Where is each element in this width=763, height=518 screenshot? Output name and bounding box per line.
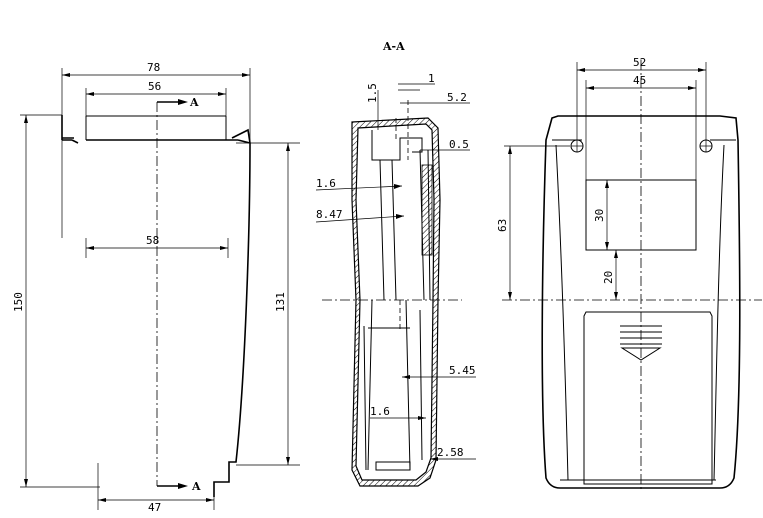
section-arrow-top [178, 99, 188, 105]
right-view-screw-right [699, 139, 713, 153]
dim-height-63: 63 [496, 219, 509, 232]
right-view: 52 45 63 30 20 [496, 56, 762, 490]
left-view-dimension-lines [25, 74, 289, 501]
section-leader-arrows [394, 184, 438, 461]
section-arrow-bottom [178, 483, 188, 489]
left-view: A A 78 56 58 47 150 131 [12, 61, 300, 514]
dim-width-inner-right: 45 [633, 74, 646, 87]
dim-1-6-top: 1.6 [316, 177, 336, 190]
dim-width-outer: 52 [633, 56, 646, 69]
dim-width-top: 78 [147, 61, 160, 74]
section-mark-bottom: A [191, 480, 201, 493]
right-view-centre-lines [502, 60, 762, 490]
section-title: A-A [382, 40, 405, 53]
dim-2-58: 2.58 [437, 446, 464, 459]
right-view-inner-band [552, 139, 736, 481]
dim-1: 1 [428, 72, 435, 85]
right-view-battery-cover [583, 311, 713, 485]
right-view-screw-left [570, 139, 584, 153]
left-view-outline [61, 115, 251, 497]
dim-1-5: 1.5 [366, 83, 379, 103]
section-leader-lines [315, 83, 476, 460]
left-view-extension-lines [20, 68, 300, 510]
dim-8-47: 8.47 [316, 208, 343, 221]
section-cut-marks [157, 101, 180, 487]
dim-width-inner: 56 [148, 80, 161, 93]
dim-0-5: 0.5 [449, 138, 469, 151]
section-hatched-block [421, 164, 433, 256]
left-view-arrowheads [24, 73, 290, 502]
right-view-dimension-lines [509, 69, 706, 300]
dim-width-bottom: 47 [148, 501, 161, 514]
section-view: A-A 1.5 1 5.2 0.5 1.6 8.47 5.45 1.6 2.58 [315, 40, 476, 487]
right-view-outer [541, 115, 741, 489]
dim-height-20: 20 [602, 271, 615, 284]
dim-5-45: 5.45 [449, 364, 476, 377]
dim-width-mid: 58 [146, 234, 159, 247]
dim-5-2: 5.2 [447, 91, 467, 104]
right-view-arrowheads [508, 68, 706, 300]
section-mark-top: A [189, 96, 199, 109]
dim-height-30: 30 [593, 209, 606, 222]
right-view-extension-lines [504, 62, 707, 251]
section-dashed-lines [395, 100, 409, 330]
left-view-top-bar [85, 115, 227, 140]
dim-height-body: 131 [274, 292, 287, 312]
dim-1-6-bottom: 1.6 [370, 405, 390, 418]
dim-height-total: 150 [12, 292, 25, 312]
